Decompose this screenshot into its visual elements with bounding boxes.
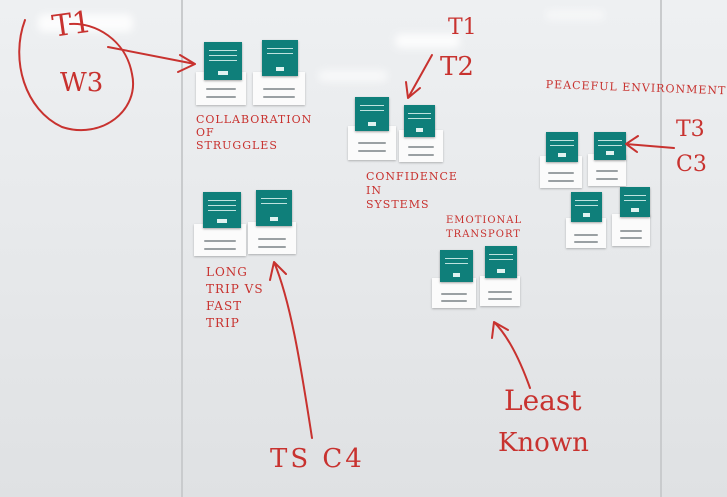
least-label: Least <box>504 384 582 417</box>
whiteboard-panel-seam <box>181 0 183 497</box>
t2-label: T2 <box>440 52 474 82</box>
confidence-label: CONFIDENCE IN SYSTEMS <box>366 170 458 211</box>
light-reflection <box>38 14 133 32</box>
sticky-note <box>485 246 517 278</box>
printed-card <box>194 224 246 256</box>
ts-c4-label: TS C4 <box>270 444 365 474</box>
light-reflection <box>545 10 605 20</box>
arrow-to-peaceful <box>625 135 675 153</box>
collaboration-label: COLLABORATION OF STRUGGLES <box>196 113 313 152</box>
t1-label: T1 <box>50 4 94 45</box>
w3-label: W3 <box>60 68 104 98</box>
circle-marker-stroke <box>18 19 135 132</box>
printed-card <box>480 276 520 306</box>
sticky-note <box>546 132 578 162</box>
long-trip-label: LONG TRIP VS FAST TRIP <box>206 265 264 330</box>
sticky-note <box>404 105 435 137</box>
sticky-note <box>256 190 292 226</box>
arrow-to-confidence <box>405 54 433 99</box>
sticky-note <box>203 192 241 228</box>
printed-card <box>248 222 296 254</box>
light-reflection <box>395 34 460 48</box>
sticky-note <box>620 187 650 217</box>
sticky-note <box>262 40 298 76</box>
sticky-note <box>571 192 602 222</box>
emotional-label: EMOTIONAL TRANSPORT <box>446 215 523 240</box>
printed-card <box>348 126 396 160</box>
sticky-note <box>594 132 626 160</box>
sticky-note <box>440 250 473 282</box>
t3-label: T3 <box>676 117 705 142</box>
printed-card <box>253 72 305 105</box>
arrow-to-emotional <box>491 321 531 389</box>
whiteboard-panel-seam <box>660 0 662 497</box>
arrow-to-collaboration <box>107 46 196 73</box>
t2-top-label: T1 <box>448 15 477 40</box>
printed-card <box>566 218 606 248</box>
known-label: Known <box>498 428 589 458</box>
printed-card <box>612 214 650 246</box>
sticky-note <box>355 97 389 131</box>
arrow-to-long-trip <box>269 261 313 439</box>
c3-label: C3 <box>676 152 707 177</box>
light-reflection <box>318 70 388 82</box>
printed-card <box>432 278 476 308</box>
sticky-note <box>204 42 242 80</box>
